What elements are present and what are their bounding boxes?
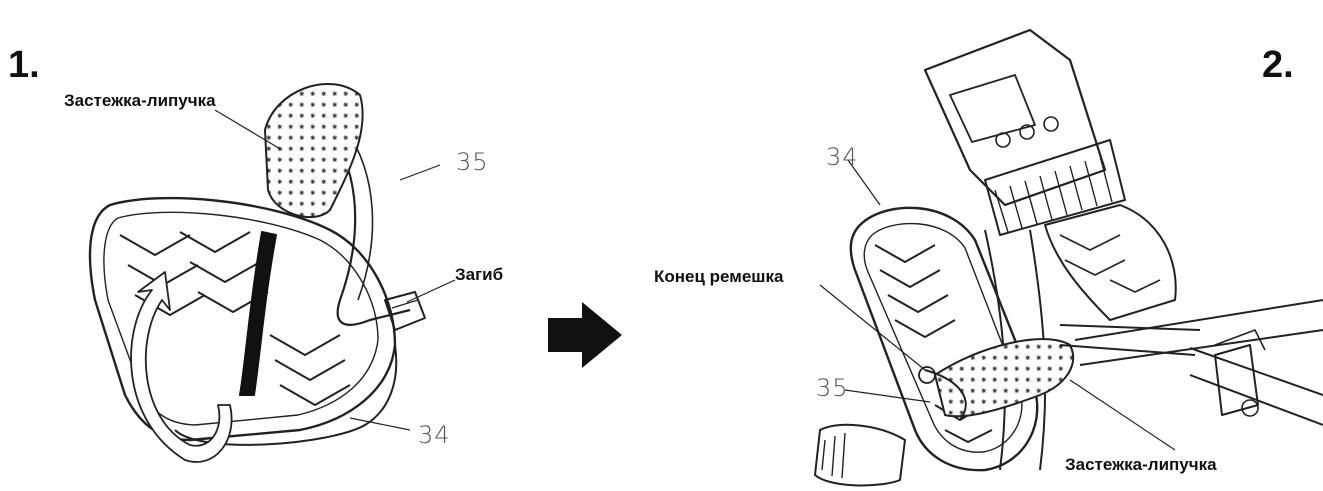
step1-number: 1.: [8, 44, 40, 86]
step1-bend-label: Загиб: [455, 265, 504, 284]
step2-machine-drawing: [814, 28, 1323, 487]
step2-number: 2.: [1262, 44, 1294, 86]
console-display: [949, 74, 1036, 143]
step1-part-strap: 35: [456, 148, 489, 176]
step2-strap-end-label: Конец ремешка: [654, 267, 784, 286]
step2-part-strap: 35: [816, 374, 849, 402]
right-arrow-icon: [548, 302, 622, 368]
step2-part-pedal: 34: [826, 143, 859, 171]
step1-part-pedal: 34: [418, 421, 451, 449]
step2-velcro-patch: [934, 338, 1075, 418]
step1-velcro-patch: [264, 83, 364, 219]
step1-velcro-label: Застежка-липучка: [64, 91, 216, 110]
step2-velcro-label: Застежка-липучка: [1065, 455, 1217, 474]
step1-pedal-drawing: [88, 83, 456, 463]
